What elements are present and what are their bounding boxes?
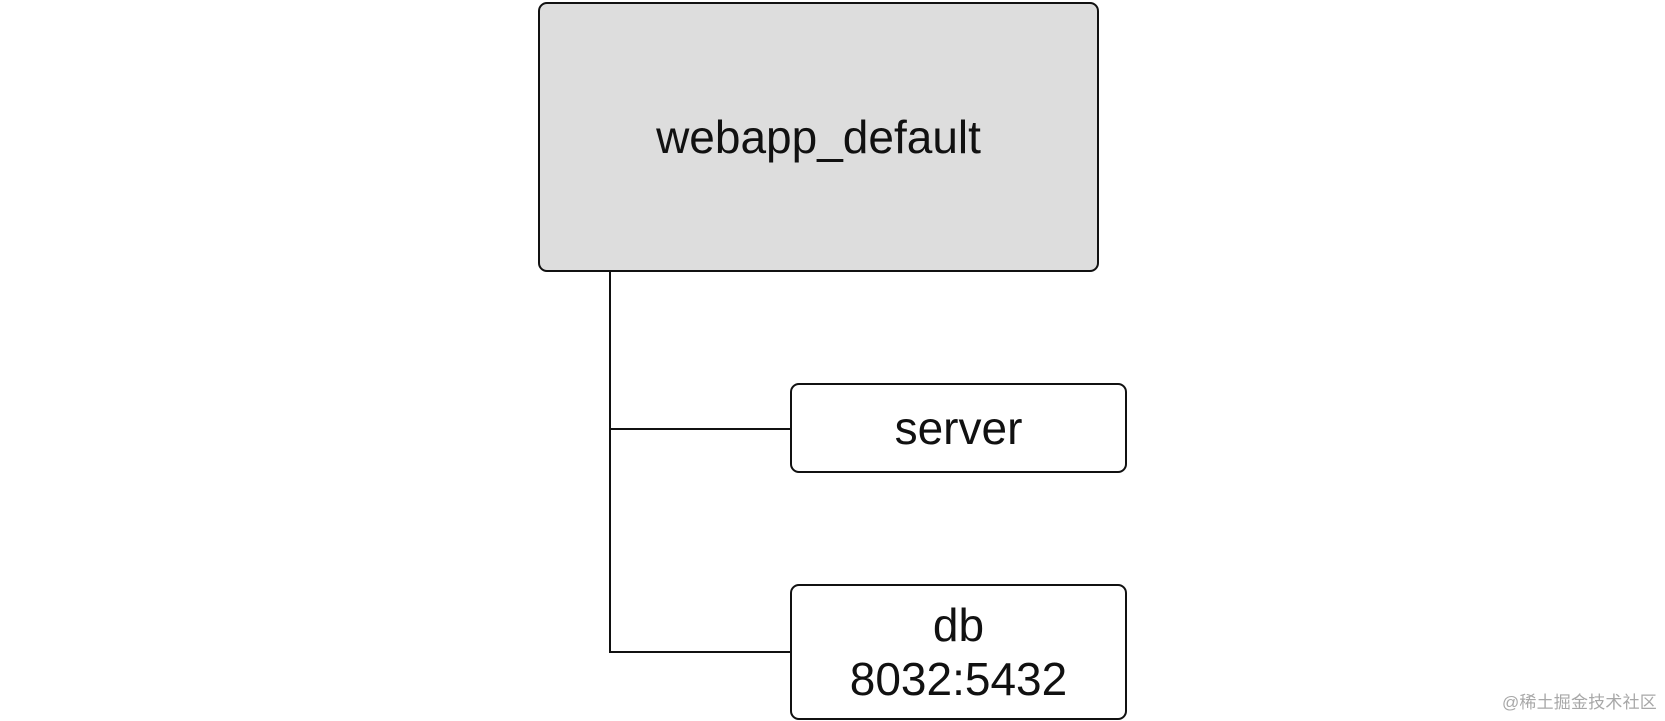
service-node-db: db 8032:5432 <box>790 584 1127 720</box>
network-node: webapp_default <box>538 2 1099 272</box>
service-name: server <box>894 401 1023 454</box>
connector-db-branch <box>609 651 790 653</box>
connector-server-branch <box>609 428 790 430</box>
connector-trunk <box>609 272 611 653</box>
service-ports: 8032:5432 <box>849 653 1068 705</box>
network-label: webapp_default <box>656 110 981 163</box>
service-name: db <box>932 598 985 651</box>
service-node-server: server <box>790 383 1127 473</box>
watermark: @稀土掘金技术社区 <box>1501 693 1657 712</box>
